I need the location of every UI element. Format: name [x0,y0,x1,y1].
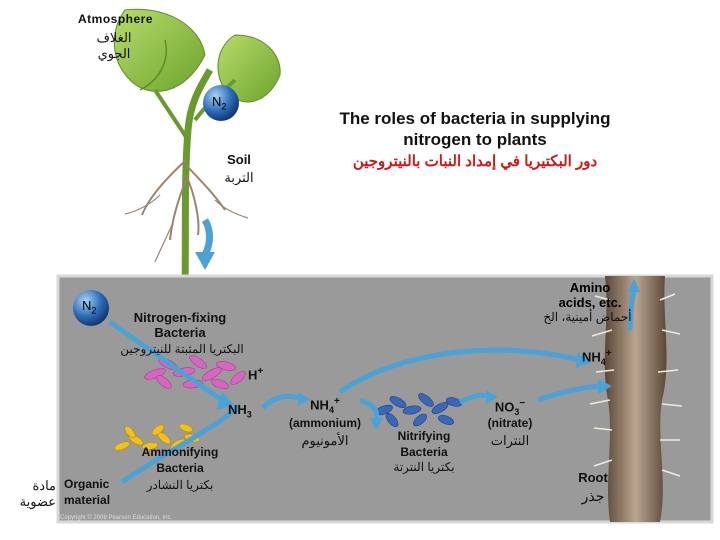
amino-acids-label-ar: أحماض أمينية، الخ [520,310,655,324]
nitrate-label: (nitrate) [470,416,550,430]
ammonifying-label: Ammonifying Bacteria [130,444,230,476]
amino-acids-label: Amino acids, etc. [530,280,650,310]
plant-to-soil-arrow [205,220,210,255]
soil-label-ar: التربة [214,170,264,186]
n2-soil-label: N2 [82,298,96,316]
no3-label: NO3− [470,398,550,417]
nh4-ammonium-label: NH4+ [280,396,370,415]
soil-label: Soil [214,152,264,167]
root-label-ar: جذر [568,488,618,505]
copyright-notice: Copyright © 2008 Pearson Education, Inc. [60,515,172,521]
nitrifying-label: Nitrifying Bacteria [374,428,474,460]
ammonium-label-ar: الأمونيوم [270,433,380,449]
nitrate-label-ar: النترات [470,433,550,449]
nh4-root-label: NH4+ [582,348,612,367]
organic-material-label-ar: مادة عضوية [8,478,56,510]
nitrogen-fixing-label: Nitrogen-fixing Bacteria [110,310,250,340]
atmosphere-label: Atmosphere [78,12,138,26]
atmosphere-label-ar: الغلاف الجوي [84,30,144,62]
root-label: Root [568,470,618,485]
organic-material-label: Organic material [64,476,110,508]
nitrifying-label-ar: بكتريا النترتة [364,460,484,474]
ammonium-label: (ammonium) [270,416,380,430]
n2-atmosphere-label: N2 [212,94,226,112]
diagram-title: The roles of bacteria in supplying nitro… [290,108,660,150]
ammonifying-label-ar: بكتريا النشادر [130,478,230,492]
h-plus-label: H+ [248,366,263,382]
nitrogen-fixing-label-ar: البكتريا المثبتة للنيتروجين [92,342,272,356]
nh3-label: NH3 [228,402,252,420]
diagram-title-ar: دور البكتيريا في إمداد النبات بالنيتروجي… [290,152,660,170]
